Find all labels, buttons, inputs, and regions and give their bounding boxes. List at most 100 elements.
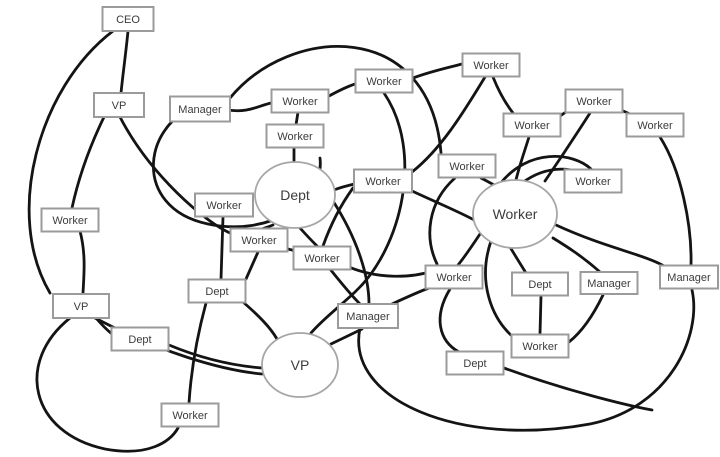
node-label-dept-3: Dept <box>528 279 551 291</box>
node-worker-t3: Worker <box>354 68 414 94</box>
edge-worker-tr1-worker-tr3 <box>491 75 515 115</box>
node-label-worker-b2: Worker <box>172 410 208 422</box>
node-label-worker-l1: Worker <box>52 215 88 227</box>
node-box-worker-m5 <box>229 227 289 253</box>
edge-manager-1-worker-m3 <box>228 45 443 155</box>
edge-dept-3-worker-b1 <box>538 294 543 336</box>
node-dept-1: Dept <box>187 278 247 304</box>
node-box-dept-4 <box>445 350 505 376</box>
node-worker-m4: Worker <box>563 168 623 194</box>
node-label-worker-m2: Worker <box>365 176 401 188</box>
node-box-manager-2 <box>337 303 399 329</box>
edge-manager-3-worker-b1 <box>567 293 605 344</box>
node-worker-b2: Worker <box>160 402 220 428</box>
node-label-ceo: CEO <box>116 14 140 26</box>
node-label-worker-tr2: Worker <box>576 96 612 108</box>
node-box-dept-1 <box>187 278 247 304</box>
edge-worker-m2-worker-circle <box>410 189 478 223</box>
node-dept-3: Dept <box>511 271 569 297</box>
node-manager-4: Manager <box>659 264 719 290</box>
node-box-ceo <box>101 6 155 32</box>
node-box-worker-m2 <box>353 168 413 194</box>
node-label-worker-m5: Worker <box>241 235 277 247</box>
edge-vp-2-worker-b2 <box>35 316 180 453</box>
edge-worker-m3-worker-m7 <box>428 176 457 266</box>
node-label-worker-m1: Worker <box>206 200 242 212</box>
node-label-manager-2: Manager <box>346 311 390 323</box>
node-label-worker-t2: Worker <box>277 131 313 143</box>
edge-worker-circle-worker-m4 <box>498 155 593 186</box>
edge-worker-circle-worker-m7 <box>456 232 482 267</box>
node-worker-m2: Worker <box>353 168 413 194</box>
edge-worker-circle-dept-3 <box>508 245 528 275</box>
node-label-vp-1: VP <box>112 100 127 112</box>
node-label-vp-circle: VP <box>291 357 310 373</box>
node-dept-4: Dept <box>445 350 505 376</box>
node-label-manager-4: Manager <box>667 272 711 284</box>
node-box-worker-tr4 <box>625 112 685 138</box>
node-ellipse-vp-circle <box>261 332 339 398</box>
node-box-worker-m1 <box>194 192 254 218</box>
node-worker-m1: Worker <box>194 192 254 218</box>
node-worker-tr3: Worker <box>502 112 562 138</box>
edge-worker-m7-dept-4 <box>438 287 461 354</box>
node-box-worker-l1 <box>40 207 100 233</box>
node-worker-m5: Worker <box>229 227 289 253</box>
node-label-worker-tr3: Worker <box>514 120 550 132</box>
node-box-worker-tr1 <box>461 52 521 78</box>
edge-manager-2-vp-circle <box>329 327 364 346</box>
node-label-dept-circle: Dept <box>280 187 310 203</box>
edge-worker-t3-worker-tr1 <box>411 62 464 80</box>
node-box-worker-m6 <box>292 245 352 271</box>
node-label-vp-2: VP <box>74 301 89 313</box>
node-worker-m6: Worker <box>292 245 352 271</box>
node-box-vp-1 <box>93 92 145 118</box>
node-label-worker-tr4: Worker <box>637 120 673 132</box>
node-box-worker-b2 <box>160 402 220 428</box>
node-label-worker-tr1: Worker <box>473 60 509 72</box>
edge-dept-4-manager-4 <box>502 366 654 412</box>
node-worker-m3: Worker <box>437 153 497 179</box>
node-label-worker-m6: Worker <box>304 253 340 265</box>
node-manager-3: Manager <box>579 271 639 295</box>
node-label-manager-3: Manager <box>587 278 631 290</box>
edge-ceo-vp-2 <box>27 29 115 295</box>
node-manager-1: Manager <box>169 95 231 123</box>
node-worker-tr2: Worker <box>564 88 624 114</box>
edge-vp-1-worker-m5 <box>118 115 232 235</box>
node-worker-t2: Worker <box>265 123 325 149</box>
node-label-worker-m4: Worker <box>575 176 611 188</box>
edge-manager-3-worker-circle <box>551 236 602 274</box>
node-box-worker-b1 <box>510 333 570 359</box>
edge-worker-t1-worker-t3 <box>327 82 357 98</box>
node-worker-tr1: Worker <box>461 52 521 78</box>
node-ellipse-worker-circle <box>472 179 558 249</box>
node-label-worker-t3: Worker <box>366 76 402 88</box>
node-box-worker-t2 <box>265 123 325 149</box>
node-box-dept-2 <box>110 326 170 352</box>
node-box-worker-t3 <box>354 68 414 94</box>
node-dept-2: Dept <box>110 326 170 352</box>
node-label-dept-1: Dept <box>205 286 228 298</box>
node-vp-circle: VP <box>261 332 339 398</box>
edge-worker-m6-worker-m7 <box>338 261 438 278</box>
node-box-worker-tr3 <box>502 112 562 138</box>
edge-worker-tr1-worker-m2 <box>410 75 487 174</box>
edge-worker-t3-vp-circle <box>309 91 407 335</box>
node-vp-1: VP <box>93 92 145 118</box>
node-box-worker-m3 <box>437 153 497 179</box>
node-worker-l1: Worker <box>40 207 100 233</box>
node-label-worker-circle: Worker <box>493 206 538 222</box>
node-label-worker-m7: Worker <box>436 272 472 284</box>
node-box-dept-3 <box>511 271 569 297</box>
node-label-manager-1: Manager <box>178 104 222 116</box>
node-manager-2: Manager <box>337 303 399 329</box>
node-label-dept-2: Dept <box>128 334 151 346</box>
edge-worker-m6-manager-2 <box>328 267 362 306</box>
node-box-vp-2 <box>52 293 110 319</box>
node-box-worker-m4 <box>563 168 623 194</box>
edge-dept-1-vp-circle <box>241 300 279 341</box>
edge-manager-2-worker-m7 <box>390 286 431 306</box>
node-label-worker-m3: Worker <box>449 161 485 173</box>
